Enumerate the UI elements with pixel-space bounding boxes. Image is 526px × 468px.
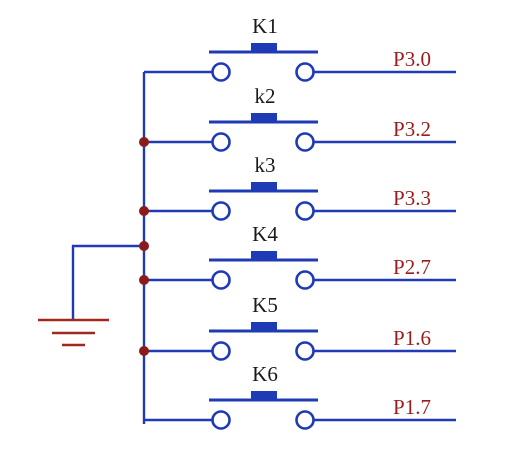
switch-contact-left (211, 62, 231, 82)
ground-icon (38, 318, 109, 347)
junction-dot (139, 275, 149, 285)
ground-wire (71, 244, 144, 320)
switch-button-icon (251, 251, 277, 261)
switch-key-label: K5 (252, 293, 278, 317)
switch-contact-left (211, 341, 231, 361)
junction-dot (139, 137, 149, 147)
switch-contact-right (295, 410, 315, 430)
switch-port-label: P1.6 (393, 326, 431, 350)
switch-contact-right (295, 341, 315, 361)
switch-contact-right (295, 201, 315, 221)
switch-contact-left (211, 270, 231, 290)
switch-port-label: P3.0 (393, 47, 431, 71)
switch-port-label: P1.7 (393, 395, 431, 419)
switch-contact-right (295, 270, 315, 290)
junction-dot (139, 241, 149, 251)
switch-key-label: K4 (252, 222, 278, 246)
switch-contact-right (295, 132, 315, 152)
switch-key-label: K6 (252, 362, 278, 386)
switch-contact-right (295, 62, 315, 82)
junction-dot (139, 206, 149, 216)
switch-port-label: P3.3 (393, 186, 431, 210)
switch-contact-left (211, 201, 231, 221)
switch-contact-left (211, 410, 231, 430)
switch-key-label: k2 (255, 84, 276, 108)
switch-key-label: k3 (255, 153, 276, 177)
switch-button-icon (251, 43, 277, 53)
switch-contact-left (211, 132, 231, 152)
switch-button-icon (251, 182, 277, 192)
junction-dot (139, 346, 149, 356)
switch-port-label: P3.2 (393, 117, 431, 141)
switch-port-label: P2.7 (393, 255, 431, 279)
switch-button-icon (251, 322, 277, 332)
switch-key-label: K1 (252, 14, 278, 38)
switch-button-icon (251, 391, 277, 401)
ground-connection (38, 244, 144, 347)
switch-button-icon (251, 113, 277, 123)
junction-dots (139, 137, 149, 356)
